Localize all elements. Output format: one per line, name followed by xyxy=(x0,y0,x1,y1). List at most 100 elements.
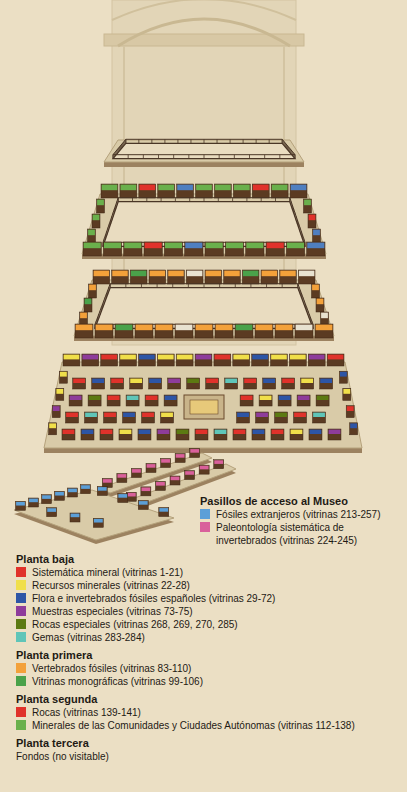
display-case-glass xyxy=(156,482,165,486)
display-case-glass xyxy=(304,200,311,206)
display-case xyxy=(308,214,316,228)
display-case-glass xyxy=(76,325,93,331)
display-case xyxy=(142,412,155,423)
display-case-glass xyxy=(53,406,60,411)
display-case-glass xyxy=(206,271,221,277)
display-case xyxy=(68,488,78,497)
railing-post xyxy=(246,198,247,202)
display-case xyxy=(224,270,241,284)
legend-text: Rocas especiales (vitrinas 268, 269, 270… xyxy=(32,618,238,631)
display-case xyxy=(206,378,219,389)
railing-post xyxy=(158,155,159,159)
display-case-glass xyxy=(102,185,118,191)
display-case xyxy=(225,242,243,256)
railing-post xyxy=(275,198,276,202)
railing-post xyxy=(282,284,283,288)
display-case-glass xyxy=(80,313,87,319)
display-case xyxy=(139,184,156,198)
display-case xyxy=(59,371,67,383)
display-case xyxy=(168,378,181,389)
display-case-glass xyxy=(71,514,80,518)
display-case-glass xyxy=(187,379,199,383)
display-case-glass xyxy=(103,479,112,483)
display-case xyxy=(214,460,224,469)
display-case xyxy=(313,229,321,243)
display-case-glass xyxy=(63,430,75,434)
legend-entry: Sistemática mineral (vitrinas 1-21) xyxy=(16,566,401,579)
display-case xyxy=(81,485,91,494)
display-case xyxy=(112,270,129,284)
display-case-glass xyxy=(276,325,293,331)
railing-post xyxy=(128,155,129,159)
display-case-glass xyxy=(206,379,218,383)
display-case xyxy=(42,495,52,504)
display-case-glass xyxy=(120,355,136,360)
display-case-glass xyxy=(260,396,272,400)
display-case-glass xyxy=(89,396,101,400)
railing-post xyxy=(261,198,262,202)
display-case xyxy=(205,242,223,256)
display-case-glass xyxy=(165,243,182,249)
display-case xyxy=(271,184,288,198)
display-case-glass xyxy=(88,230,95,236)
legend-entry: Vitrinas monográficas (vitrinas 99-106) xyxy=(16,675,401,688)
display-case xyxy=(185,242,203,256)
legend-swatch xyxy=(16,567,26,577)
railing-post xyxy=(269,139,270,143)
display-case xyxy=(89,284,97,298)
display-case xyxy=(104,412,117,423)
railing-post xyxy=(217,139,218,143)
railing-post xyxy=(279,155,280,159)
floor-slab xyxy=(82,194,326,254)
display-case-glass xyxy=(263,379,275,383)
display-case xyxy=(195,324,213,338)
display-case-glass xyxy=(29,499,38,503)
display-case-glass xyxy=(298,396,310,400)
railing-post xyxy=(204,155,205,159)
legend-entry: Muestras especiales (vitrinas 73-75) xyxy=(16,605,401,618)
display-case xyxy=(93,518,103,527)
railing-post xyxy=(161,198,162,202)
display-case-glass xyxy=(233,355,249,360)
display-case-glass xyxy=(291,430,303,434)
display-case xyxy=(271,429,284,440)
display-case-glass xyxy=(49,423,56,428)
display-case xyxy=(62,429,75,440)
railing-post xyxy=(146,198,147,202)
display-case xyxy=(49,423,57,435)
display-case xyxy=(233,354,250,366)
display-case-glass xyxy=(161,459,170,463)
railing-post xyxy=(266,284,267,288)
railing-post xyxy=(243,139,244,143)
display-case xyxy=(289,354,306,366)
display-case-glass xyxy=(347,406,354,411)
display-case xyxy=(315,324,333,338)
display-case-glass xyxy=(343,389,350,394)
display-case-glass xyxy=(165,396,177,400)
display-case xyxy=(256,412,269,423)
display-case-glass xyxy=(156,325,173,331)
display-case-glass xyxy=(81,485,90,489)
display-case-glass xyxy=(132,469,141,473)
display-case-glass xyxy=(64,355,80,360)
display-case xyxy=(155,324,173,338)
display-case xyxy=(100,429,113,440)
dome-arch xyxy=(112,0,296,20)
display-case xyxy=(126,395,139,406)
display-case-glass xyxy=(104,413,116,417)
display-case xyxy=(138,354,155,366)
display-case-glass xyxy=(56,389,63,394)
display-case xyxy=(275,412,288,423)
display-case-glass xyxy=(142,413,154,417)
display-case-glass xyxy=(159,508,168,512)
display-case xyxy=(81,429,94,440)
legend-entry: Minerales de las Comunidades y Ciudades … xyxy=(16,719,401,732)
display-case xyxy=(280,270,297,284)
legend-swatch xyxy=(16,676,26,686)
legend-swatch xyxy=(16,606,26,616)
display-case xyxy=(237,412,250,423)
display-case-glass xyxy=(313,413,325,417)
railing-post xyxy=(151,139,152,143)
display-case xyxy=(304,199,312,213)
legend-text: Minerales de las Comunidades y Ciudades … xyxy=(32,719,355,732)
